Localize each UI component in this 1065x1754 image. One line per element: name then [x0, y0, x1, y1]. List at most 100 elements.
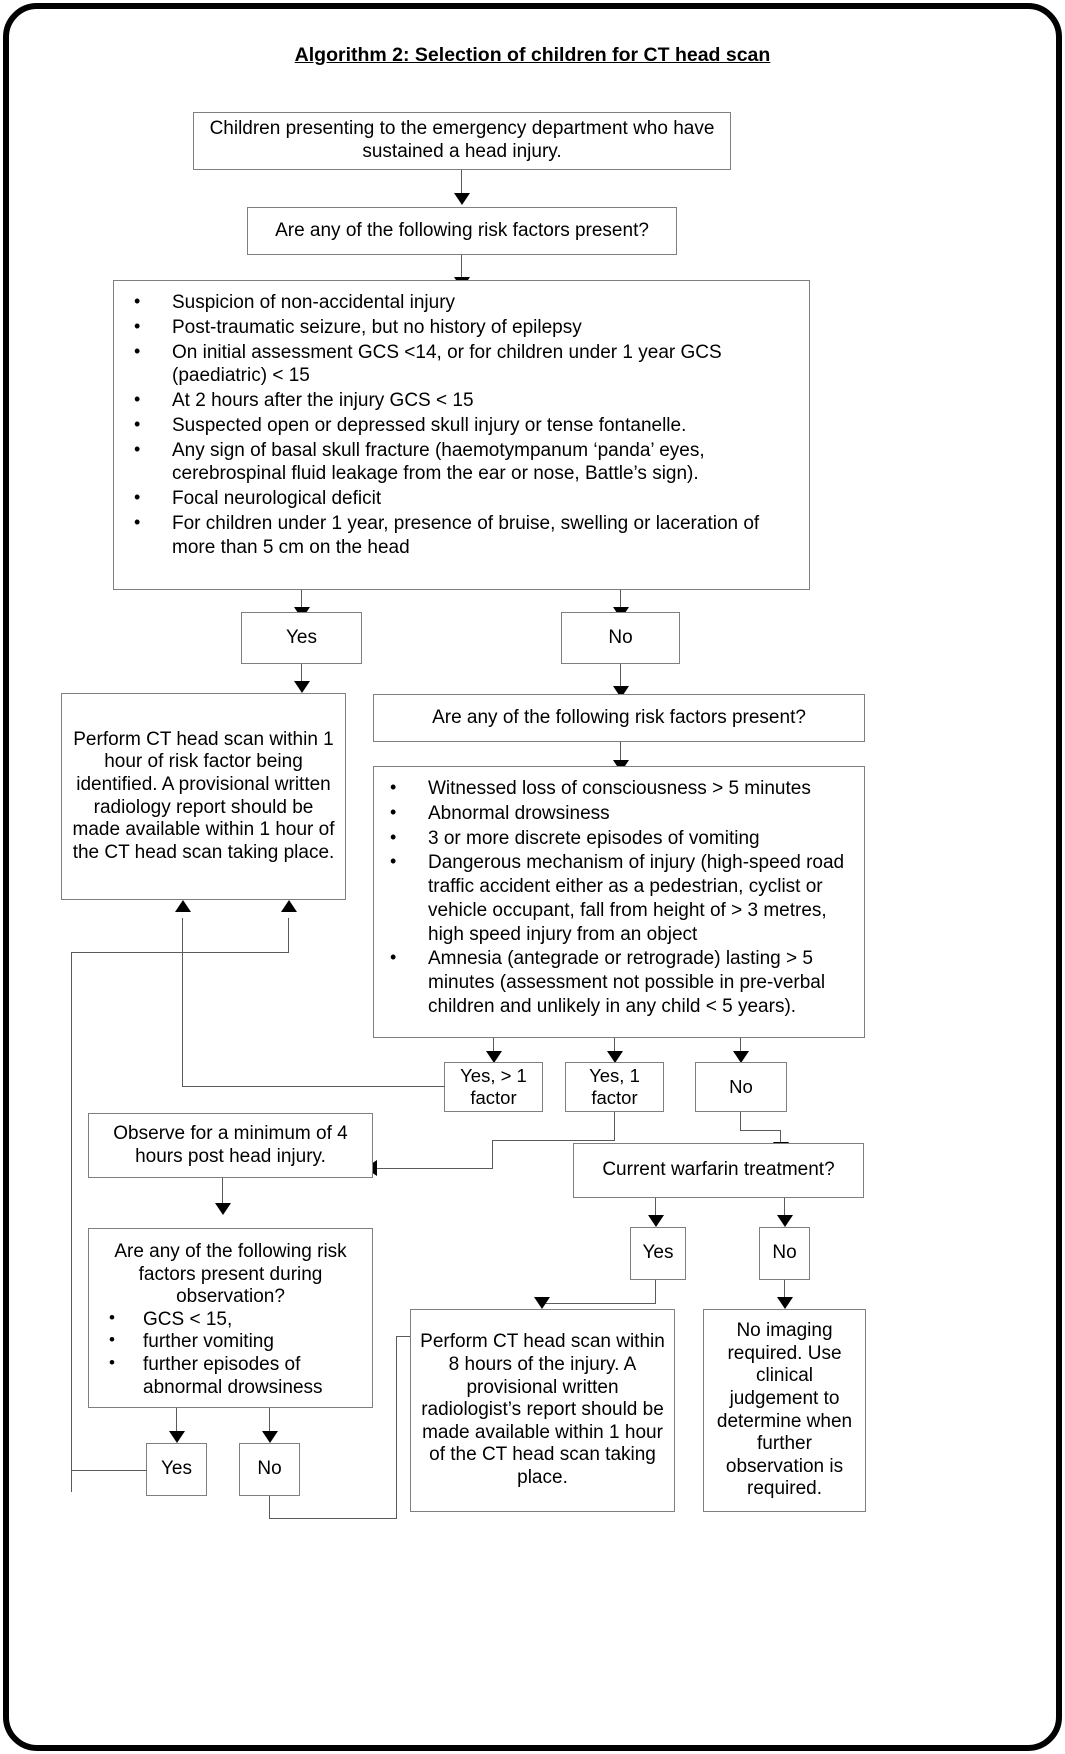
arrow-warfarinno-into-noimaging: [777, 1297, 793, 1309]
connector-observe-to-observeq: [222, 1178, 224, 1208]
bullet-icon: •: [390, 851, 397, 872]
node-question-2: Are any of the following risk factors pr…: [373, 694, 865, 742]
node-no-1: No: [561, 612, 680, 664]
bullet-icon: •: [134, 340, 141, 361]
node-yes-1-factor-text: Yes, 1 factor: [589, 1065, 640, 1108]
list-item-text: Suspected open or depressed skull injury…: [172, 414, 687, 436]
observation-question-items: • GCS < 15, • further vomiting • further ep…: [97, 1308, 364, 1399]
bullet-icon: •: [390, 826, 397, 847]
bullet-icon: •: [390, 801, 397, 822]
connector-observeq-to-yes: [176, 1408, 178, 1436]
node-risk-list-1: •Suspicion of non-accidental injury •Pos…: [113, 280, 810, 590]
list-item-text: Dangerous mechanism of injury (high-spee…: [428, 852, 845, 945]
node-observe-no: No: [239, 1443, 300, 1496]
connector-risklist2-to-yes1: [614, 1038, 616, 1056]
bullet-icon: •: [109, 1353, 115, 1373]
page-title: Algorithm 2: Selection of children for C…: [294, 44, 771, 66]
node-observe-yes-text: Yes: [161, 1458, 192, 1480]
node-observe: Observe for a minimum of 4 hours post he…: [88, 1113, 373, 1178]
bullet-icon: •: [390, 947, 397, 968]
list-item: • GCS < 15,: [109, 1308, 364, 1332]
arrow-warfarin-to-yes: [648, 1215, 664, 1227]
node-ct-within-8-hours-text: Perform CT head scan within 8 hours of t…: [420, 1331, 665, 1489]
connector-warfarinyes-left: [541, 1303, 656, 1305]
list-item: •Post-traumatic seizure, but no history …: [134, 316, 799, 340]
connector-q1-to-risklist1: [461, 255, 463, 282]
node-observation-question: Are any of the following risk factors pr…: [88, 1228, 373, 1408]
node-observe-yes: Yes: [146, 1443, 207, 1496]
connector-no1-to-q2: [620, 664, 622, 691]
list-item: •Focal neurological deficit: [134, 487, 799, 511]
list-item-text: further vomiting: [143, 1331, 274, 1353]
connector-observeq-to-no: [269, 1408, 271, 1436]
connector-q2-to-risklist2: [620, 742, 622, 765]
connector-warfarinno-down: [784, 1280, 786, 1303]
arrow-risklist2-to-yes1: [607, 1051, 623, 1063]
list-item-text: GCS < 15,: [143, 1308, 233, 1330]
connector-observe-yes-riser: [288, 918, 290, 953]
arrow-observeq-to-no: [262, 1431, 278, 1443]
risk-list-1-items: •Suspicion of non-accidental injury •Pos…: [118, 291, 799, 559]
connector-observeno-down: [269, 1496, 271, 1518]
node-no-1-text: No: [608, 626, 633, 648]
node-warfarin-no-text: No: [772, 1242, 797, 1264]
node-yes-1-text: Yes: [286, 626, 317, 648]
risk-list-2-items: •Witnessed loss of consciousness > 5 min…: [380, 777, 854, 1019]
arrow-yes1-to-ct1: [294, 681, 310, 693]
bullet-icon: •: [134, 511, 141, 532]
node-start: Children presenting to the emergency dep…: [193, 112, 731, 170]
list-item: • Abnormal drowsiness: [390, 802, 854, 826]
node-observe-text: Observe for a minimum of 4 hours post he…: [113, 1122, 348, 1167]
node-yes-more-than-1-factor: Yes, > 1 factor: [444, 1062, 543, 1112]
list-item-text: At 2 hours after the injury GCS < 15: [172, 390, 474, 411]
arrow-observe-yes-into-ct1: [281, 900, 297, 912]
node-no-imaging-required: No imaging required. Use clinical judgem…: [703, 1309, 866, 1512]
connector-warfarinyes-down: [655, 1280, 657, 1303]
connector-yes1factor-drop: [492, 1140, 494, 1168]
arrow-risklist2-to-no2: [733, 1051, 749, 1063]
connector-warfarin-to-yes: [655, 1198, 657, 1220]
node-warfarin-question-text: Current warfarin treatment?: [602, 1159, 835, 1181]
arrow-warfarin-to-no: [777, 1215, 793, 1227]
connector-warfarin-to-no: [784, 1198, 786, 1220]
node-warfarin-yes-text: Yes: [642, 1242, 674, 1264]
connector-yes1factor-left: [492, 1140, 615, 1142]
node-question-1: Are any of the following risk factors pr…: [247, 207, 677, 255]
list-item-text: On initial assessment GCS <14, or for ch…: [172, 341, 722, 387]
connector-no2-right: [740, 1130, 780, 1132]
bullet-icon: •: [134, 315, 141, 336]
bullet-icon: •: [134, 487, 141, 507]
arrow-start-to-q1: [454, 193, 470, 205]
node-yes-1-factor: Yes, 1 factor: [565, 1062, 664, 1112]
bullet-icon: •: [109, 1330, 115, 1350]
list-item-text: further episodes of abnormal drowsiness: [143, 1354, 323, 1398]
node-warfarin-no: No: [759, 1227, 810, 1280]
connector-no2-down: [740, 1112, 742, 1130]
bullet-icon: •: [109, 1307, 115, 1327]
node-ct-within-1-hour-text: Perform CT head scan within 1 hour of ri…: [72, 728, 335, 863]
list-item: • Suspected open or depressed skull injur…: [134, 414, 799, 438]
list-item-text: Any sign of basal skull fracture (haemot…: [172, 439, 705, 485]
node-observe-no-text: No: [257, 1458, 282, 1480]
list-item: • On initial assessment GCS <14, or for c…: [134, 341, 799, 389]
list-item-text: 3 or more discrete episodes of vomiting: [428, 827, 760, 849]
bullet-icon: •: [134, 413, 141, 434]
node-observation-question-heading: Are any of the following risk factors pr…: [114, 1241, 347, 1308]
connector-observeno-riser: [396, 1336, 398, 1518]
node-risk-list-2: •Witnessed loss of consciousness > 5 min…: [373, 766, 865, 1038]
arrow-observeq-to-yes: [169, 1431, 185, 1443]
connector-observe-yes-to-ct1: [71, 952, 288, 954]
connector-no2-drop: [780, 1130, 782, 1148]
list-item: •Suspicion of non-accidental injury: [134, 291, 799, 315]
connector-risklist1-to-no: [620, 590, 622, 612]
connector-yes1-to-ct1: [301, 664, 303, 686]
bullet-icon: •: [390, 777, 397, 797]
node-no-2-text: No: [729, 1076, 753, 1097]
connector-yes1factor-down: [614, 1112, 616, 1140]
list-item-text: Amnesia (antegrade or retrograde) lastin…: [428, 948, 826, 1017]
list-item: • further vomiting: [109, 1330, 364, 1354]
list-item-text: Abnormal drowsiness: [428, 802, 610, 824]
node-question-1-text: Are any of the following risk factors pr…: [275, 219, 649, 241]
connector-yesgt1-up: [182, 918, 184, 1087]
